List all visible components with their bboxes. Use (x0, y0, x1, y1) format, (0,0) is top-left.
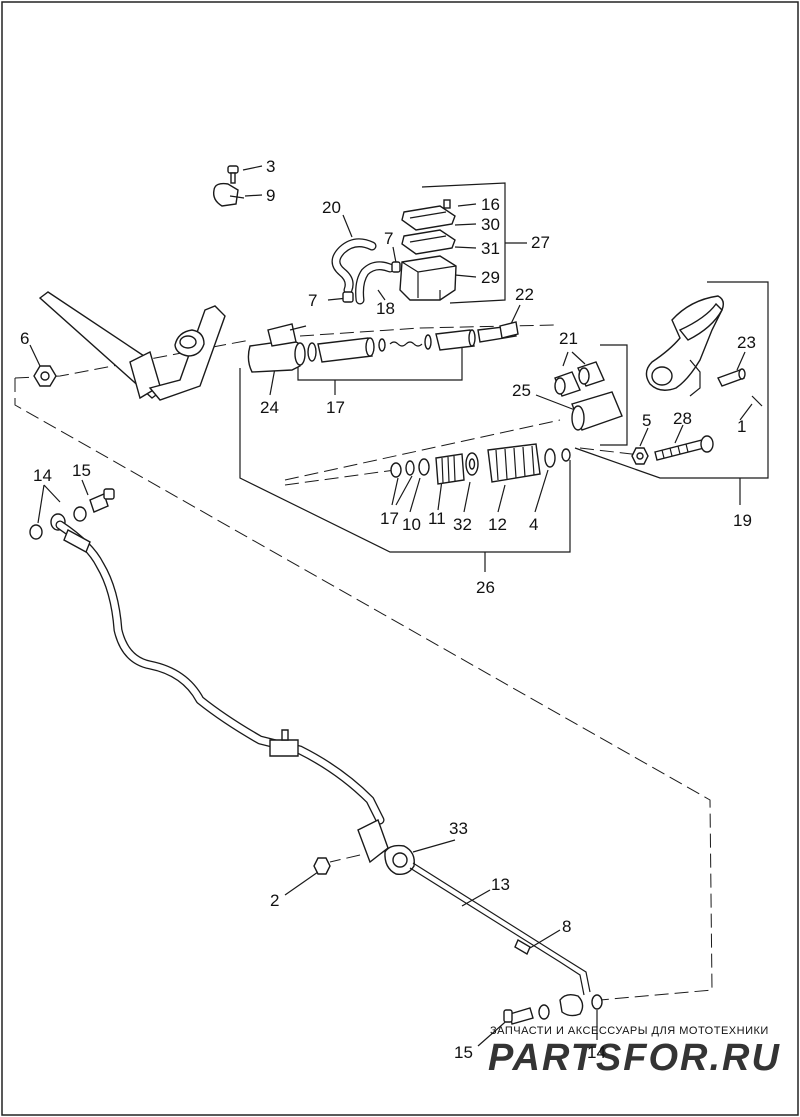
watermark-tagline: ЗАПЧАСТИ И АКСЕССУАРЫ ДЛЯ МОТОТЕХНИКИ (490, 1025, 769, 1037)
watermark-brand: PARTSFOR.RU (488, 1037, 781, 1079)
banjo-fittings-upper (29, 488, 115, 540)
callout-labels: 3 9 20 7 16 30 27 31 29 7 18 22 6 21 23 … (20, 157, 756, 1062)
reservoir-cover-30 (401, 205, 456, 231)
cotter-pin-1 (751, 395, 763, 407)
piston-kit-26 (390, 443, 571, 485)
gasket-31 (401, 229, 456, 255)
callout-33: 33 (449, 819, 468, 838)
screw-16 (443, 199, 451, 209)
watermark: ЗАПЧАСТИ И АКСЕССУАРЫ ДЛЯ МОТОТЕХНИКИ PA… (488, 1025, 781, 1079)
callout-24: 24 (260, 398, 279, 417)
master-cylinder-24 (247, 323, 307, 373)
callout-17-lower: 17 (380, 509, 399, 528)
nut-5 (631, 447, 649, 465)
callout-29: 29 (481, 268, 500, 287)
callout-1: 1 (737, 417, 746, 436)
callout-23: 23 (737, 333, 756, 352)
handlebar-6-area (33, 291, 226, 401)
pushrod-22 (499, 321, 519, 339)
reservoir-29 (399, 255, 457, 301)
callout-10: 10 (402, 515, 421, 534)
bolt-28 (654, 435, 714, 461)
screw-3 (227, 165, 239, 184)
callout-4: 4 (529, 515, 538, 534)
bushing-25 (571, 391, 623, 431)
clip-9 (212, 182, 245, 207)
callout-32: 32 (453, 515, 472, 534)
bushings-21 (554, 361, 605, 397)
callout-19: 19 (733, 511, 752, 530)
callout-7-upper: 7 (384, 229, 393, 248)
callout-15-upper: 15 (72, 461, 91, 480)
clutch-lever-19 (645, 295, 725, 397)
callout-27: 27 (531, 233, 550, 252)
callout-21: 21 (559, 329, 578, 348)
callout-22: 22 (515, 285, 534, 304)
callout-14-upper: 14 (33, 466, 52, 485)
callout-6: 6 (20, 329, 29, 348)
hose-18 (355, 261, 395, 305)
callout-17-upper: 17 (326, 398, 345, 417)
bracket-lines (239, 182, 769, 572)
callout-14-lower: 14 (587, 1043, 606, 1062)
callout-30: 30 (481, 215, 500, 234)
callout-15-lower: 15 (454, 1043, 473, 1062)
piston-17-upper (307, 325, 517, 363)
clutch-hose (55, 520, 385, 825)
line-13 (409, 862, 591, 996)
callout-7-lower: 7 (308, 291, 317, 310)
callout-8: 8 (562, 917, 571, 936)
callout-16: 16 (481, 195, 500, 214)
callout-2: 2 (270, 891, 279, 910)
callout-20: 20 (322, 198, 341, 217)
callout-31: 31 (481, 239, 500, 258)
assembly-dash-lines (14, 324, 713, 1001)
callout-5: 5 (642, 411, 651, 430)
callout-26: 26 (476, 578, 495, 597)
hose-20 (331, 238, 377, 295)
callout-18: 18 (376, 299, 395, 318)
fitting-33 (357, 819, 415, 876)
callout-3: 3 (266, 157, 275, 176)
callout-9: 9 (266, 186, 275, 205)
leader-lines (29, 165, 753, 1047)
clamp-7 (342, 261, 401, 303)
callout-25: 25 (512, 381, 531, 400)
banjo-fittings-lower (503, 993, 603, 1025)
pin-23 (717, 368, 746, 387)
callout-11: 11 (428, 509, 446, 528)
callout-28: 28 (673, 409, 692, 428)
callout-12: 12 (488, 515, 507, 534)
bolt-2 (313, 857, 331, 875)
callout-13: 13 (491, 875, 510, 894)
